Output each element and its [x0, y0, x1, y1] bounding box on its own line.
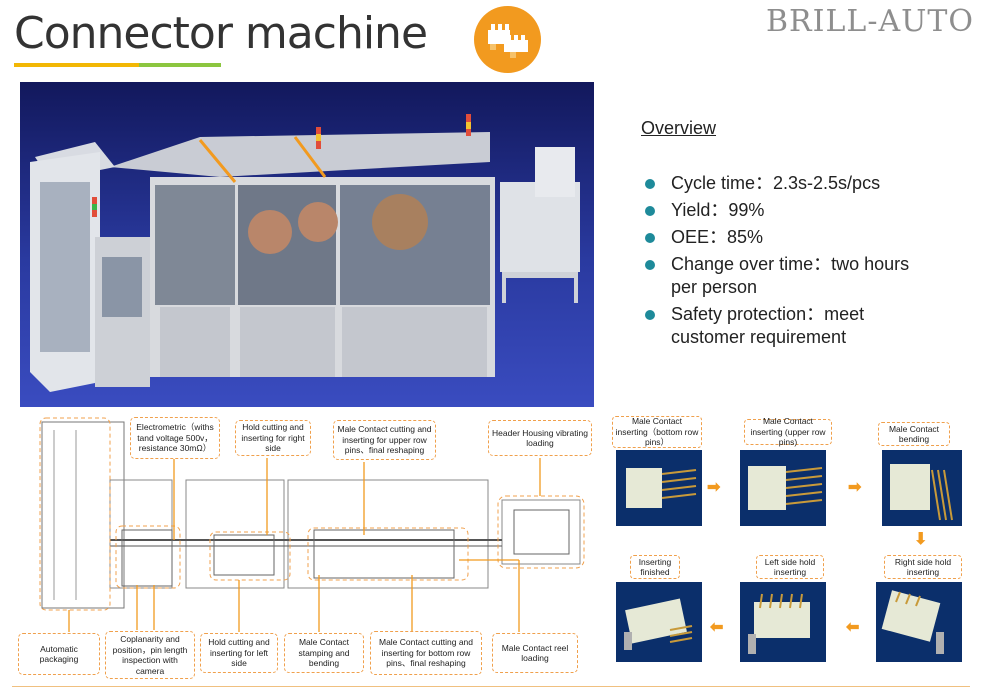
label-male-stamping: Male Contact stamping and bending — [284, 633, 364, 673]
overview-heading: Overview — [641, 118, 717, 138]
label-auto-packaging: Automatic packaging — [18, 633, 100, 675]
bullet-dot-icon — [645, 233, 655, 243]
connector-image-step3 — [882, 450, 962, 526]
title-underline-yellow — [14, 63, 139, 67]
connector-image-step5 — [740, 582, 826, 662]
connector-badge-icon — [474, 6, 541, 73]
bullet-dot-icon — [645, 179, 655, 189]
brand-logo: BRILL-AUTO — [766, 4, 975, 39]
label-coplanarity: Coplanarity and position，pin length insp… — [105, 631, 195, 679]
bullet-dot-icon — [645, 310, 655, 320]
flow-arrow-right-icon: ➡ — [707, 479, 721, 496]
flow-arrow-left-icon: ⬅ — [710, 619, 724, 636]
flow-arrow-down-icon: ⬇ — [914, 531, 928, 548]
flow-step-label-5: Left side hold inserting — [756, 555, 824, 579]
label-electrometric: Electrometric（withs tand voltage 500v，re… — [130, 417, 220, 459]
machine-layout-diagram: Electrometric（withs tand voltage 500v，re… — [14, 410, 604, 688]
connector-image-step4 — [876, 582, 962, 662]
flow-arrow-left-icon: ⬅ — [846, 619, 860, 636]
connector-image-step6 — [616, 582, 702, 662]
flow-step-label-2: Male Contact inserting (upper row pins) — [744, 416, 832, 447]
label-hold-right: Hold cutting and inserting for right sid… — [235, 420, 311, 456]
overview-bullet-cycle-time: Cycle time：2.3s-2.5s/pcs — [643, 172, 953, 195]
overview-bullet-yield: Yield：99% — [643, 199, 953, 222]
connector-image-step1 — [616, 450, 702, 526]
label-header-housing: Header Housing vibrating loading — [488, 420, 592, 456]
title-underline-green — [139, 63, 221, 67]
label-male-bottom: Male Contact cutting and inserting for b… — [370, 631, 482, 675]
page-title: Connector machine — [14, 8, 428, 59]
label-male-upper: Male Contact cutting and inserting for u… — [333, 420, 436, 460]
footer-divider — [12, 686, 970, 687]
flow-step-label-4: Right side hold inserting — [884, 555, 962, 579]
overview-bullet-list: Cycle time：2.3s-2.5s/pcs Yield：99% OEE：8… — [643, 172, 953, 353]
label-hold-left: Hold cutting and inserting for left side — [200, 633, 278, 673]
flow-step-label-6: Inserting finished — [630, 555, 680, 579]
flow-step-label-3: Male Contact bending — [878, 422, 950, 446]
bullet-dot-icon — [645, 206, 655, 216]
process-flow: Male Contact inserting（bottom row pins） … — [606, 410, 978, 686]
machine-render-image — [20, 82, 594, 407]
flow-step-label-1: Male Contact inserting（bottom row pins） — [612, 416, 702, 448]
flow-arrow-right-icon: ➡ — [848, 479, 862, 496]
label-male-reel: Male Contact reel loading — [492, 633, 578, 673]
connector-image-step2 — [740, 450, 826, 526]
overview-bullet-oee: OEE：85% — [643, 226, 953, 249]
bullet-dot-icon — [645, 260, 655, 270]
